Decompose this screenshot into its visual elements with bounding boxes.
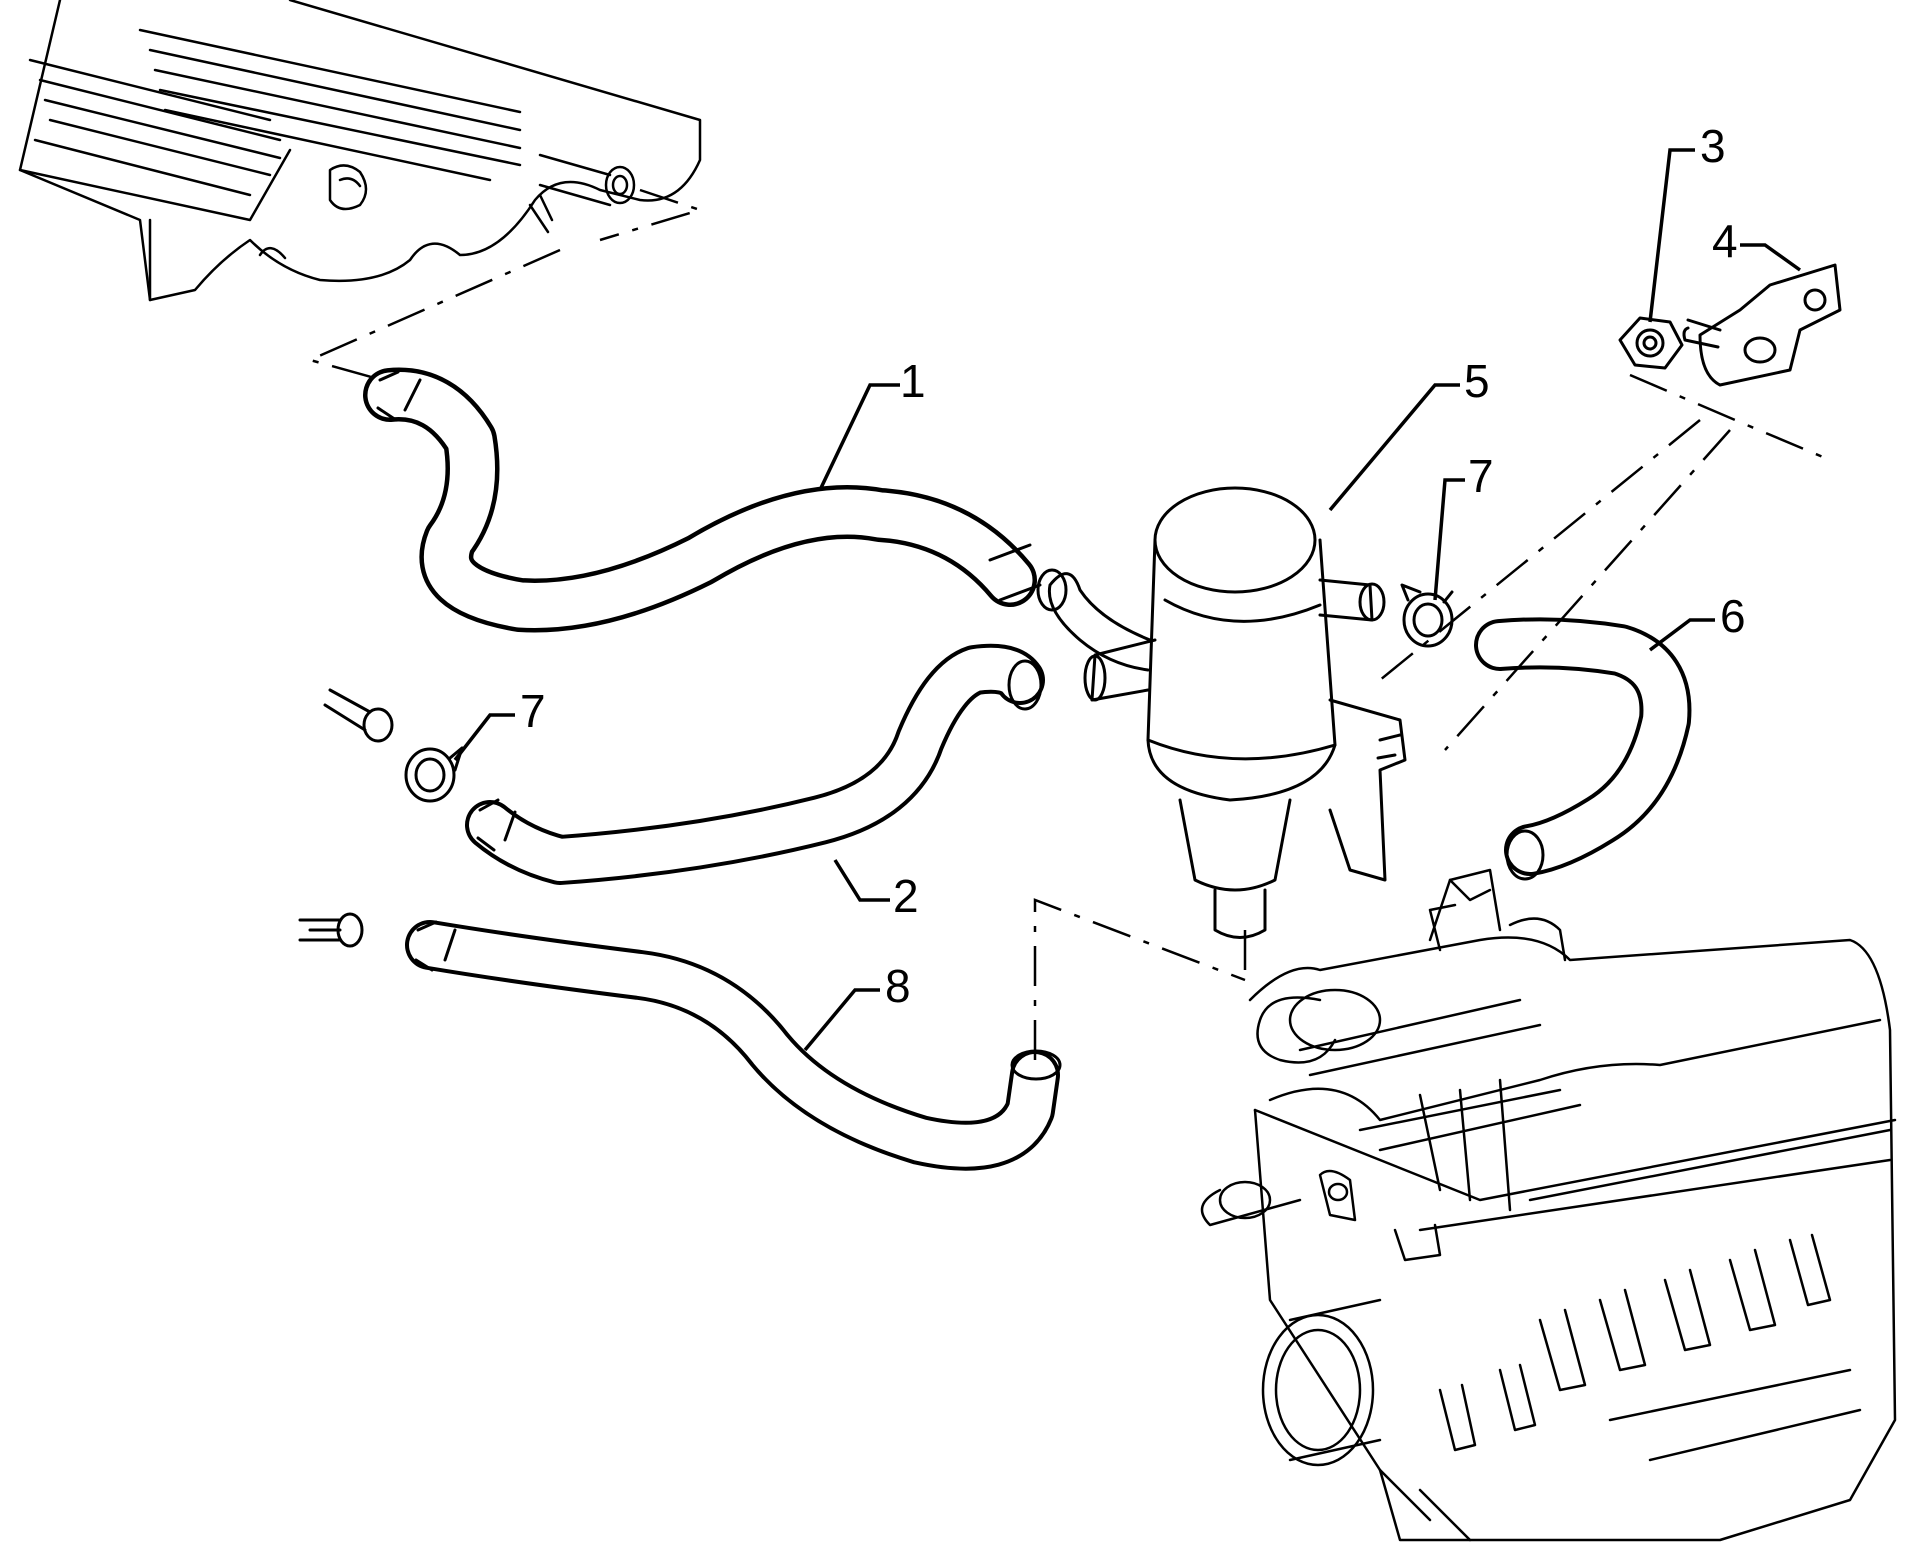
connection-lines-bottom: [1033, 898, 1247, 1060]
callout-4: 4: [1712, 215, 1738, 267]
air-filter-housing: [1200, 868, 1897, 1542]
hose-6: [1474, 617, 1692, 881]
fitting-left-lower: [298, 912, 364, 948]
clamp-7-left: [404, 746, 464, 803]
callout-labels: 1 2 3 4 5 6 7 7 8: [520, 120, 1746, 1012]
leader-3: [1648, 148, 1695, 323]
callout-7-left: 7: [520, 685, 546, 737]
leader-5: [1328, 383, 1460, 512]
hose-2: [465, 643, 1045, 885]
intake-manifold: [18, 0, 702, 302]
callout-1: 1: [900, 355, 926, 407]
callout-6: 6: [1720, 590, 1746, 642]
oil-separator: [1036, 486, 1407, 939]
leader-6: [1648, 618, 1715, 652]
callout-8: 8: [885, 960, 911, 1012]
leader-7a: [1433, 478, 1465, 601]
hose-1: [363, 367, 1042, 633]
callout-2: 2: [893, 870, 919, 922]
clamp-7-right: [1400, 583, 1454, 648]
callout-3: 3: [1700, 120, 1726, 172]
fitting-left-upper: [323, 688, 394, 743]
leader-2: [833, 859, 890, 902]
connection-lines-top: [306, 188, 705, 380]
nut-3: [1618, 316, 1684, 370]
callout-7-right: 7: [1468, 450, 1494, 502]
callout-5: 5: [1464, 355, 1490, 407]
connection-lines-right: [1379, 373, 1831, 751]
leader-1: [818, 383, 900, 491]
bracket-4: [1682, 263, 1842, 387]
leader-8: [803, 988, 880, 1052]
hose-8: [405, 920, 1062, 1171]
callout-leaders: [453, 148, 1802, 1052]
leader-4: [1740, 243, 1802, 272]
leader-7b: [453, 713, 515, 762]
